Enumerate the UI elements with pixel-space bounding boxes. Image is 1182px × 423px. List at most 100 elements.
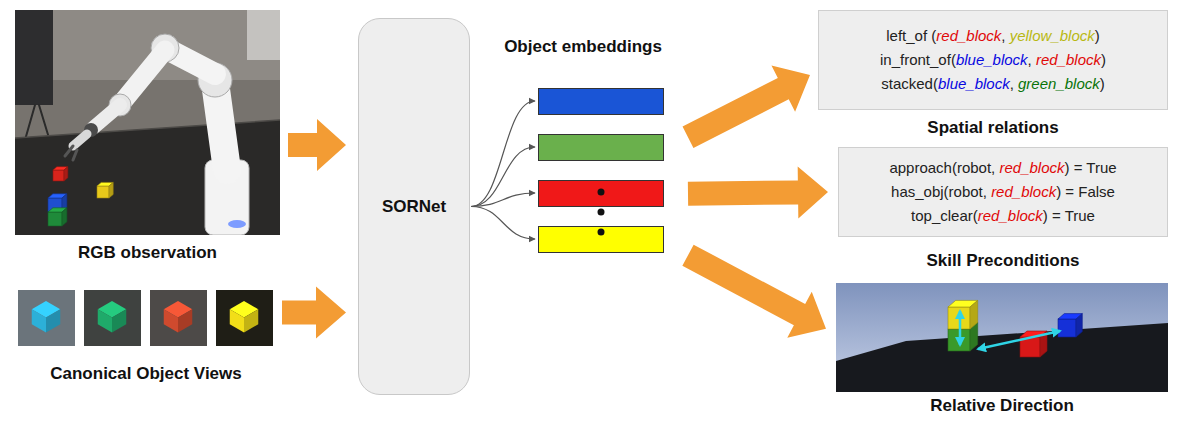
object-thumbnails	[18, 290, 274, 346]
box-label: SORNet	[382, 197, 446, 217]
thumbnail-background	[216, 290, 273, 346]
object-name: green_block	[1018, 75, 1100, 92]
predicate-line: in_front_of(blue_block, red_block)	[880, 48, 1106, 72]
table-edge	[15, 120, 280, 138]
block-arrow	[288, 119, 346, 171]
image-strip: Canonical Object Views	[18, 290, 274, 346]
cube-left	[230, 309, 244, 332]
block-side	[64, 167, 68, 181]
object-name: red_block	[1036, 51, 1101, 68]
gripper-finger	[73, 150, 77, 160]
block-front	[53, 170, 64, 181]
network-box: SORNet	[358, 18, 470, 395]
embedding-bar	[539, 227, 664, 253]
object-name: red_block	[991, 183, 1056, 200]
image-panel: RGB observation	[15, 10, 280, 235]
cube-left	[164, 309, 178, 332]
thumbnail-background	[150, 290, 207, 346]
block	[948, 300, 978, 329]
output-box: approach(robot, red_block) = Truehas_obj…	[838, 147, 1168, 237]
fan-line	[471, 207, 535, 240]
lab-equipment	[15, 10, 53, 105]
predicate-line: left_of (red_block, yellow_block)	[886, 24, 1099, 48]
cube-right	[244, 309, 258, 332]
caption: Canonical Object Views	[50, 364, 241, 384]
cube-right	[112, 309, 126, 332]
object-name: red_block	[936, 27, 1001, 44]
block	[53, 167, 68, 181]
caption: Relative Direction	[930, 396, 1074, 416]
robot-gripper	[73, 134, 87, 146]
block	[1058, 314, 1082, 337]
text-run: approach(robot,	[889, 159, 999, 176]
block-side	[970, 300, 978, 329]
cube-right	[46, 309, 60, 332]
fan-line	[471, 101, 535, 207]
cube-left	[98, 309, 112, 332]
text-run: ,	[1028, 51, 1036, 68]
ellipsis-dot	[598, 189, 605, 196]
cube	[230, 301, 259, 333]
direction-arrow	[959, 311, 962, 345]
text-run: in_front_of(	[880, 51, 956, 68]
block-arrow-shape	[682, 245, 826, 338]
table	[15, 120, 280, 235]
ellipsis-dot	[598, 229, 605, 236]
robot-link	[93, 105, 120, 128]
predicate-line: approach(robot, red_block) = True	[889, 156, 1116, 180]
thumbnail	[150, 290, 207, 346]
text-run: ) = True	[1065, 159, 1117, 176]
fan-line	[471, 147, 535, 207]
cube	[32, 301, 61, 333]
block-front	[1058, 319, 1076, 337]
text-run: stacked(	[881, 75, 938, 92]
lab-equipment	[247, 10, 280, 60]
status-light	[228, 220, 246, 228]
block-side	[109, 182, 113, 198]
predicate-line: top_clear(red_block) = True	[911, 204, 1095, 228]
embedding-bar	[539, 181, 664, 207]
text-run: ,	[1001, 27, 1009, 44]
caption: Spatial relations	[927, 118, 1058, 138]
text-run: )	[1100, 75, 1105, 92]
text-run: ,	[1010, 75, 1018, 92]
embedding-bars	[538, 88, 664, 334]
object-name: yellow_block	[1010, 27, 1095, 44]
text-run: )	[1095, 27, 1100, 44]
rendered-scene	[836, 283, 1168, 392]
thumbnail	[216, 290, 273, 346]
thumbnail-background	[84, 290, 141, 346]
thumbnail-background	[18, 290, 75, 346]
scene-table	[836, 323, 1168, 392]
robot-photo	[15, 10, 280, 235]
object-name: blue_block	[938, 75, 1010, 92]
text-run: top_clear(	[911, 207, 978, 224]
block-arrow-shape	[288, 119, 346, 171]
block-arrow-shape	[683, 65, 810, 147]
block-side	[1076, 314, 1082, 337]
cube-right	[178, 309, 192, 332]
text-run: left_of (	[886, 27, 936, 44]
block	[97, 182, 113, 198]
object-name: blue_block	[956, 51, 1028, 68]
block	[48, 208, 67, 226]
embedding-bar	[539, 89, 664, 115]
caption: Skill Preconditions	[926, 251, 1079, 271]
block-arrow	[282, 286, 346, 338]
tripod-leg	[25, 105, 35, 140]
block-front	[48, 212, 62, 226]
text-run: )	[1101, 51, 1106, 68]
lab-background	[15, 10, 280, 235]
text-run: ) = False	[1056, 183, 1115, 200]
fan-connector	[471, 101, 535, 239]
text-run: has_obj(robot,	[891, 183, 991, 200]
block-front	[97, 186, 109, 198]
block-arrow	[688, 166, 828, 218]
scene-background	[836, 283, 1168, 392]
text-run: ) = True	[1043, 207, 1095, 224]
fan-line	[471, 193, 535, 207]
cube	[164, 301, 193, 333]
block-side	[62, 208, 67, 226]
gripper-finger	[65, 146, 73, 156]
